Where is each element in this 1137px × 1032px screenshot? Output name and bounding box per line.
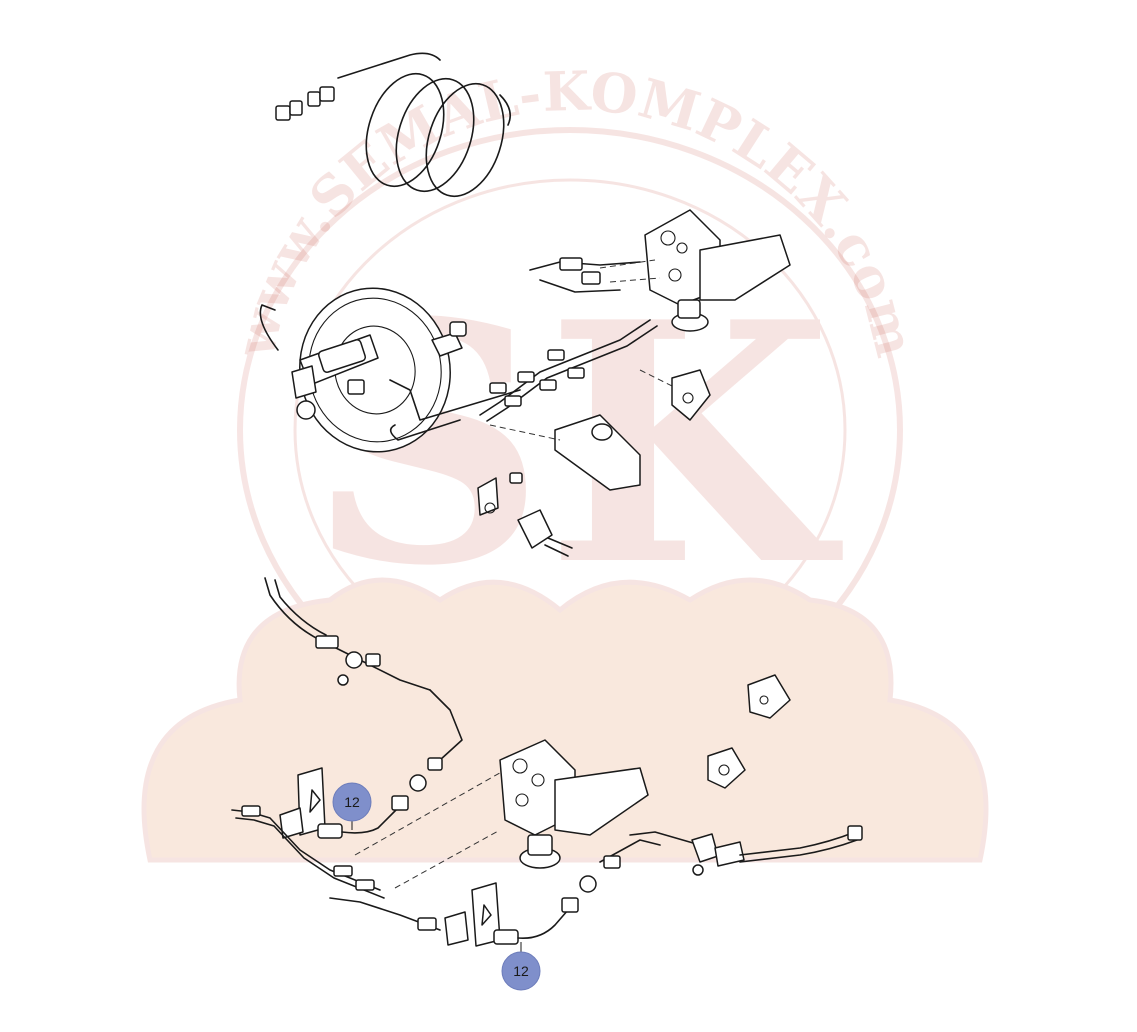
callout-label: 12 <box>344 794 360 810</box>
lower-brake-pressure-regulator <box>499 739 701 869</box>
callout-label: 12 <box>513 963 529 979</box>
coiled-brake-line <box>337 52 511 198</box>
master-cylinder-lines <box>259 304 658 441</box>
brake-line-fitting <box>275 86 335 121</box>
callout-12-lower: 12 <box>501 942 541 991</box>
lower-left-bracket <box>279 767 326 839</box>
regulator-upper-lines <box>529 257 691 396</box>
mounting-bracket <box>489 414 641 491</box>
mounting-clip-upper <box>671 369 711 421</box>
line-fittings <box>489 349 585 407</box>
clip-right-upper <box>747 674 791 719</box>
brake-light-switch <box>477 472 573 557</box>
lower-brake-lines <box>231 769 597 947</box>
master-cylinder <box>291 334 379 420</box>
brake-hose-left <box>317 774 427 839</box>
upper-brake-pressure-regulator <box>644 209 791 332</box>
brake-booster <box>299 287 467 453</box>
right-flex-hose <box>599 825 863 876</box>
clip-right-lower <box>707 747 746 789</box>
callout-12-upper: 12 <box>332 782 372 830</box>
left-flex-hose <box>264 577 463 771</box>
